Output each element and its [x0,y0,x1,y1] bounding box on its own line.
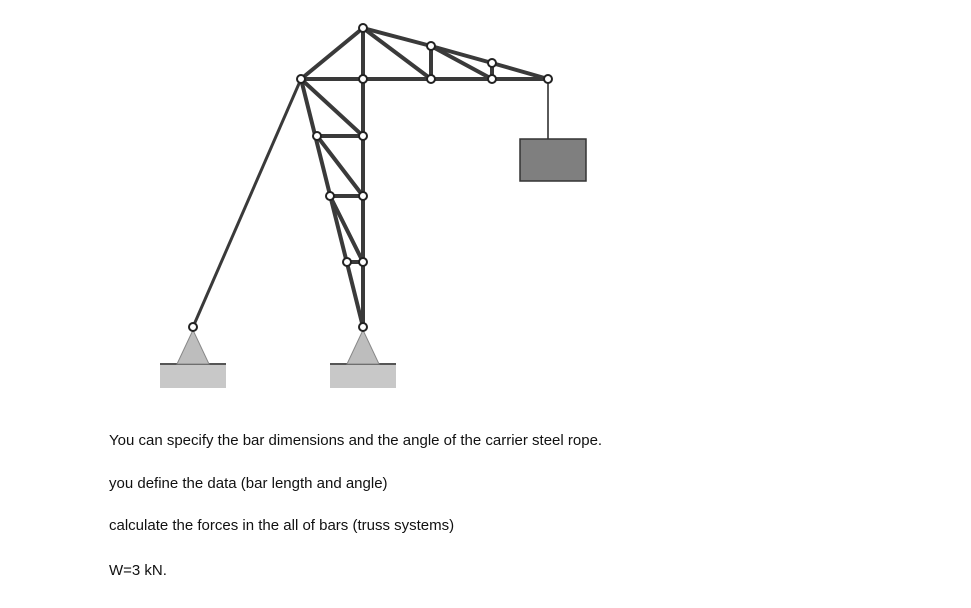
truss-joints [188,23,553,332]
joint-icon [358,322,368,332]
joint-icon [487,74,497,84]
jib-diagonal-2 [429,44,494,81]
joint-icon [188,322,198,332]
right-pin-support-icon [346,328,380,365]
joint-icon [342,257,352,267]
problem-statement-line-1: You can specify the bar dimensions and t… [109,432,603,449]
mast-diagonal-3 [328,194,365,264]
joint-icon [325,191,335,201]
jib-top-chord-2 [429,44,494,65]
joint-icon [426,41,436,51]
top-left-member [299,26,365,81]
crane-truss-diagram [160,23,587,388]
left-pin-support-icon [176,328,210,365]
jib-top-chord-1 [361,26,433,48]
jib-diagonal-1 [361,26,433,81]
load-value-text: W=3 kN. [109,562,167,579]
joint-icon [358,257,368,267]
problem-statement-line-3: calculate the forces in the all of bars … [109,517,455,534]
joint-icon [487,58,497,68]
joint-icon [358,23,368,33]
left-support [160,328,226,388]
mast-diagonal-2 [315,134,365,198]
carrier-steel-rope [191,78,303,328]
right-support [330,328,396,388]
joint-icon [312,131,322,141]
joint-icon [543,74,553,84]
joint-icon [358,191,368,201]
joint-icon [358,74,368,84]
right-ground-block [330,364,396,388]
joint-icon [296,74,306,84]
joint-icon [426,74,436,84]
left-ground-block [160,364,226,388]
load-block [519,138,587,182]
problem-statement-line-2: you define the data (bar length and angl… [109,475,388,492]
joint-icon [358,131,368,141]
jib-top-chord-3 [490,61,550,81]
mast-diagonal-1 [299,77,365,138]
truss-bars [299,26,550,329]
